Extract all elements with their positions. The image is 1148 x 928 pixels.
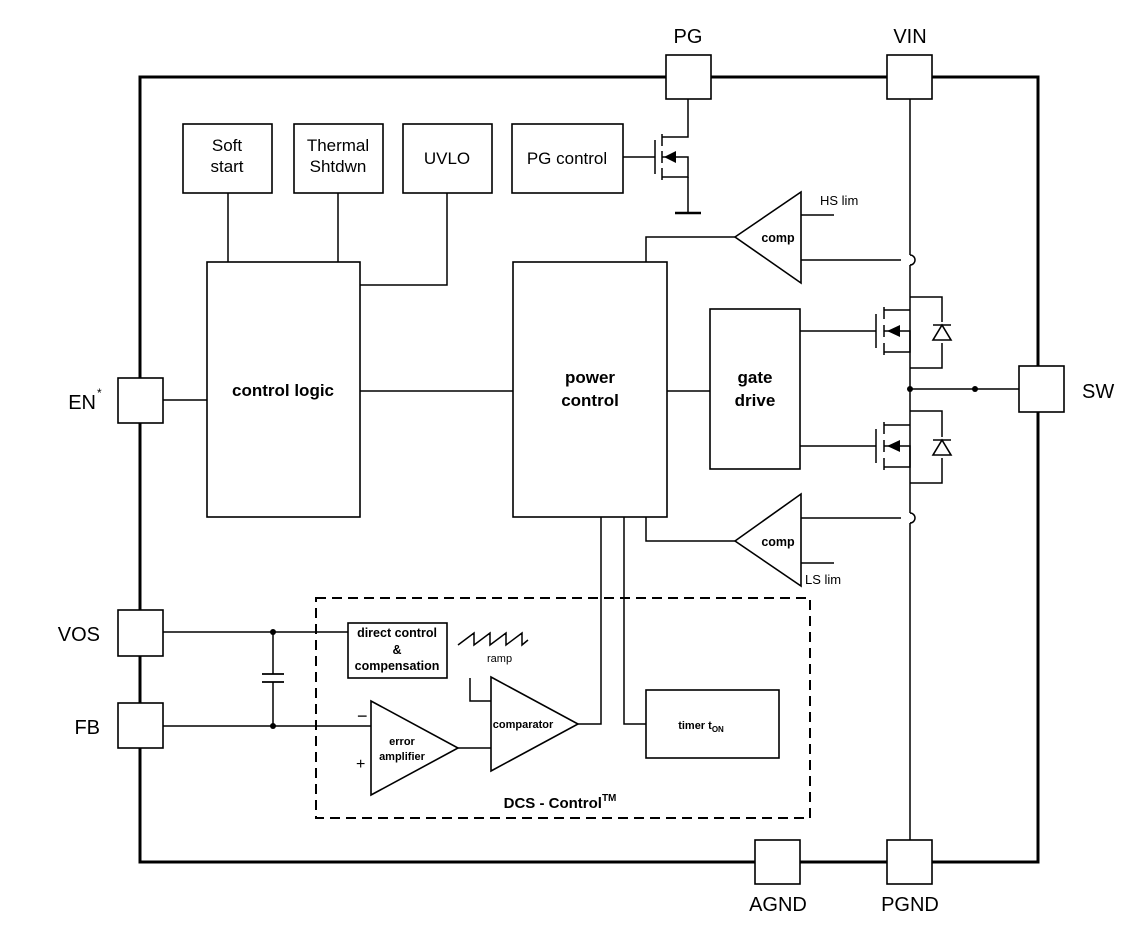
direct-control-line1: direct control <box>357 626 437 640</box>
comparator-label: comparator <box>493 719 554 731</box>
control-logic-block: control logic <box>206 261 361 518</box>
ls-limit-label: LS lim <box>805 572 841 587</box>
pin-sw-label: SW <box>1082 381 1114 403</box>
power-rail <box>907 99 1019 840</box>
power-control-line2: control <box>561 391 619 410</box>
high-side-mosfet <box>800 296 953 369</box>
soft-start-line1: Soft <box>212 136 243 155</box>
pin-en: EN * <box>68 377 164 424</box>
ramp-symbol: ramp <box>457 631 529 665</box>
ls-comp-label: comp <box>761 535 795 549</box>
dcs-control-region <box>315 597 811 819</box>
pin-en-mark: * <box>97 386 102 400</box>
thermal-shutdown-line1: Thermal <box>307 136 369 155</box>
pin-vos-label: VOS <box>58 624 100 646</box>
dcs-control-label: DCS - ControlTM <box>504 793 617 812</box>
pin-en-label: EN <box>68 392 96 414</box>
pin-sw: SW <box>1018 365 1114 413</box>
feedback-wiring <box>163 517 646 749</box>
pin-pg: PG <box>665 26 712 100</box>
direct-control-block: direct control & compensation <box>347 622 448 679</box>
error-amp-line1: error <box>389 736 415 748</box>
hs-limit-label: HS lim <box>820 193 858 208</box>
soft-start-line2: start <box>210 157 243 176</box>
error-amp-plus: + <box>356 756 365 773</box>
thermal-shutdown-block: Thermal Shtdwn <box>293 123 384 194</box>
pin-fb-label: FB <box>74 717 100 739</box>
gate-drive-line2: drive <box>735 391 776 410</box>
uvlo-block: UVLO <box>402 123 493 194</box>
low-side-mosfet <box>800 410 953 484</box>
pin-pg-label: PG <box>674 26 703 48</box>
comparator-block: comparator <box>490 675 580 773</box>
direct-control-line3: compensation <box>355 659 440 673</box>
timer-label: timer tON <box>678 720 724 734</box>
ramp-label: ramp <box>487 653 512 665</box>
error-amp-minus: − <box>357 706 368 726</box>
hs-comp-label: comp <box>761 231 795 245</box>
pin-vin: VIN <box>886 26 933 100</box>
control-wiring <box>163 193 710 401</box>
pin-pgnd: PGND <box>881 839 939 916</box>
gate-drive-line1: gate <box>738 368 773 387</box>
pg-control-label: PG control <box>527 149 607 168</box>
pg-control-block: PG control <box>511 123 624 194</box>
soft-start-block: Soft start <box>182 123 273 194</box>
pin-vin-label: VIN <box>893 26 926 48</box>
chip-outline <box>138 75 1040 864</box>
control-logic-label: control logic <box>232 381 334 400</box>
pin-fb: FB <box>74 702 164 749</box>
pin-pgnd-label: PGND <box>881 894 939 916</box>
error-amp-line2: amplifier <box>379 751 426 763</box>
timer-block: timer tON <box>645 689 780 759</box>
gate-drive-block: gate drive <box>709 308 801 470</box>
direct-control-line2: & <box>392 643 401 657</box>
hs-comparator: comp HS lim <box>645 190 901 285</box>
power-control-block: power control <box>512 261 668 518</box>
error-amplifier: error amplifier − + <box>356 699 460 797</box>
pin-agnd: AGND <box>749 839 807 916</box>
power-control-line1: power <box>565 368 615 387</box>
uvlo-label: UVLO <box>424 149 470 168</box>
pg-mosfet <box>623 99 701 215</box>
thermal-shutdown-line2: Shtdwn <box>310 157 367 176</box>
ls-comparator: comp LS lim <box>645 492 901 588</box>
pin-vos: VOS <box>58 609 164 657</box>
pin-agnd-label: AGND <box>749 894 807 916</box>
